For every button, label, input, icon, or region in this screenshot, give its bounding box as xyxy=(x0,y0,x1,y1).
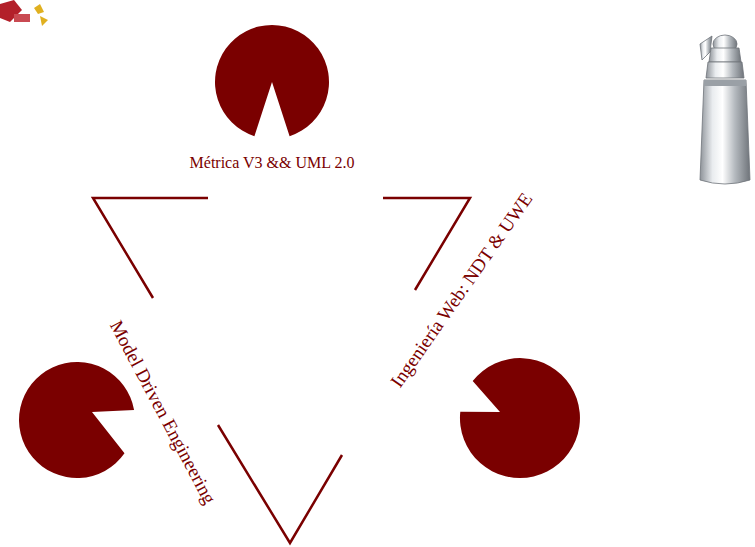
pacman-left xyxy=(19,362,134,478)
pacman-right xyxy=(460,358,580,478)
triangle-corner xyxy=(93,198,208,298)
pacman-top xyxy=(215,25,329,136)
side-label: Model Driven Engineering xyxy=(105,317,220,508)
title-label: Métrica V3 && UML 2.0 xyxy=(190,154,355,172)
triangle-corner xyxy=(383,198,470,290)
logo xyxy=(0,0,48,26)
cocktail-shaker xyxy=(700,35,750,184)
triangle-corner xyxy=(218,425,342,543)
